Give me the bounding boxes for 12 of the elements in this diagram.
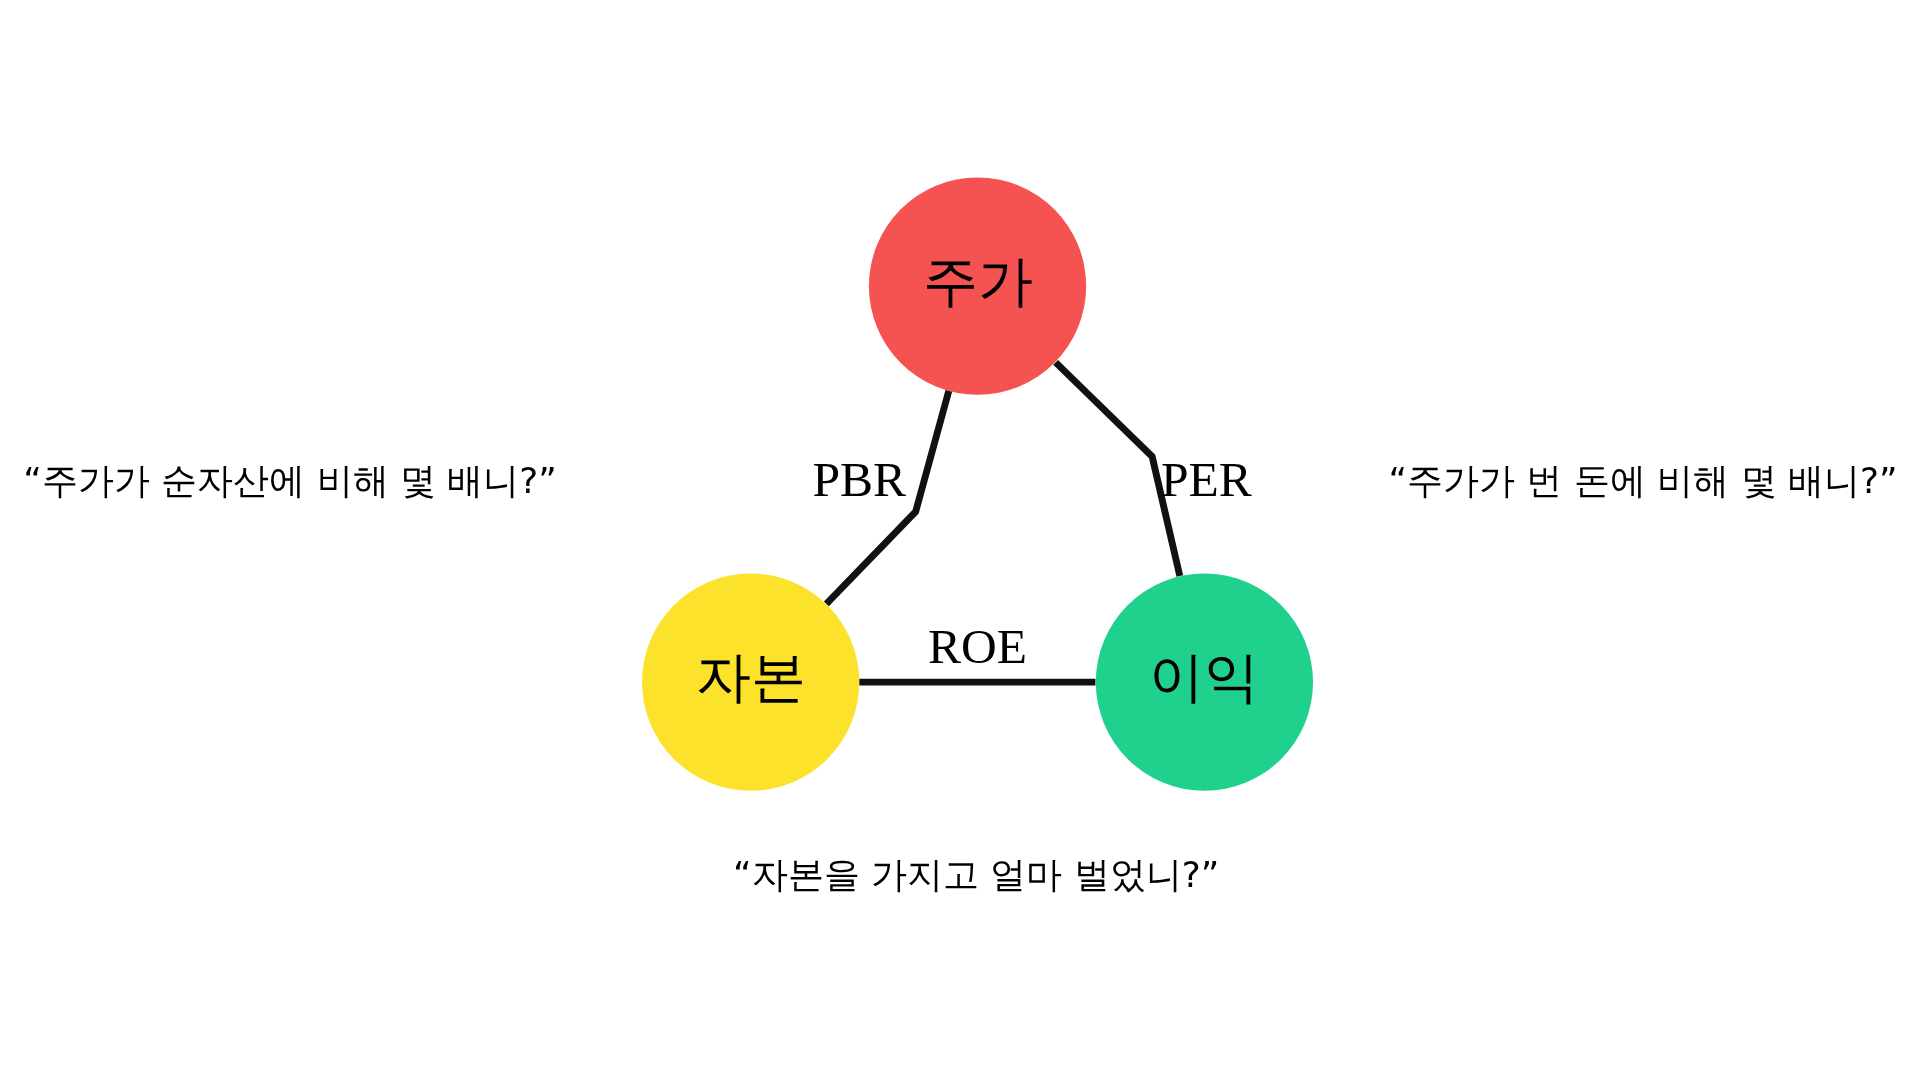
node-circle: 주가 [868,177,1087,395]
connector [859,678,1096,686]
edge-label: ROE [928,618,1028,674]
edge-label: PER [1161,451,1252,507]
label: “주가가 순자산에 비해 몇 배니?” [23,459,557,501]
connector [1053,359,1184,577]
node-circle: 이익 [1095,573,1314,791]
node-circle: 자본 [642,573,860,791]
label: “주가가 번 돈에 비해 몇 배니?” [1388,459,1898,501]
label: “자본을 가지고 얼마 벌었니?” [733,853,1220,895]
connector [823,389,953,606]
edge-label: PBR [812,451,907,507]
